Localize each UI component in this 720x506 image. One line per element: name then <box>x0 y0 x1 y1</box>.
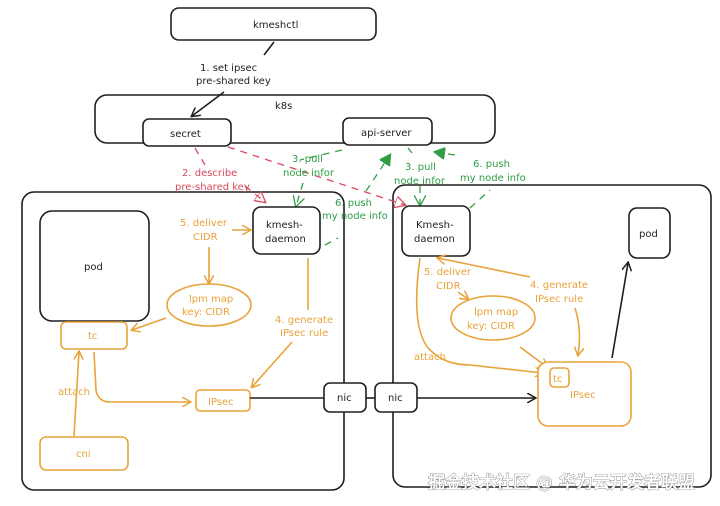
ipsec-to-pod-arrow <box>611 263 628 359</box>
right-pod-box <box>628 207 671 259</box>
right-ipsec-label: IPsec <box>570 390 596 401</box>
left-daemon-label-line1: kmesh- <box>266 220 303 231</box>
left-step4-label-line1: 4. generate <box>275 315 333 326</box>
right-step5-label-line1: 5. deliver <box>424 267 472 278</box>
right-pod-label: pod <box>639 229 658 240</box>
right-step4-arrow <box>575 307 579 355</box>
left-step4-arrow <box>252 341 293 387</box>
left-attach-label: attach <box>58 387 90 398</box>
right-node-container <box>392 184 712 488</box>
right-step6-arrow <box>435 152 491 209</box>
right-step4-label-line1: 4. generate <box>530 280 588 291</box>
left-ipsec-box <box>195 389 251 412</box>
step1-label-line1: 1. set ipsec <box>200 63 257 74</box>
left-lpm-label-line2: key: CIDR <box>182 307 230 318</box>
left-pod-label: pod <box>84 262 103 273</box>
cni-label: cni <box>76 449 91 460</box>
left-step4-label-line2: IPsec rule <box>280 328 328 339</box>
right-tc-label: tc <box>553 374 562 385</box>
right-lpm-map <box>450 295 536 341</box>
right-step5-label-line2: CIDR <box>436 281 461 292</box>
left-tc-box <box>60 321 128 350</box>
right-lpm-label-line2: key: CIDR <box>467 321 515 332</box>
secret-box <box>142 118 232 147</box>
right-nic-label: nic <box>388 393 403 404</box>
left-attach-arrow <box>73 352 79 437</box>
cni-box <box>39 436 129 471</box>
left-step6-arrow <box>324 155 390 246</box>
left-step5-label-line2: CIDR <box>193 232 218 243</box>
step1-label-line2: pre-shared key <box>196 76 271 87</box>
step2-arrow-right <box>227 146 405 205</box>
k8s-container <box>94 94 496 144</box>
left-lpm-to-tc-arrow <box>132 317 167 330</box>
left-node-container <box>21 191 345 491</box>
right-step6-label-line2: my node info <box>460 173 526 184</box>
step2-label-line1: 2. describe <box>182 168 237 179</box>
right-daemon-label-line1: Kmesh- <box>416 220 454 231</box>
secret-label: secret <box>170 129 201 140</box>
right-step3-label-line2: node infor <box>394 176 446 187</box>
right-step5-arrow <box>457 292 468 299</box>
right-attach-label: attach <box>414 352 446 363</box>
step2-label-line2: pre-shared key <box>175 182 250 193</box>
left-nic-box <box>323 382 367 413</box>
left-daemon-label-line2: daemon <box>265 234 306 245</box>
right-step4-label-line2: IPsec rule <box>535 294 583 305</box>
left-step6-label-line2: my node info <box>322 211 388 222</box>
left-step3-label-line2: node infor <box>283 168 335 179</box>
step2-arrow-left <box>194 147 265 202</box>
left-step5-label-line1: 5. deliver <box>180 218 228 229</box>
step1-arrow <box>192 91 225 116</box>
watermark: 掘金技术社区 @ 华为云开发者联盟 <box>428 472 695 493</box>
left-ipsec-label: IPsec <box>208 397 234 408</box>
left-kmesh-daemon-box <box>252 206 321 255</box>
left-step6-label-line1: 6. push <box>335 198 372 209</box>
right-step3-label-line1: 3. pull <box>405 162 436 173</box>
right-step4-line <box>438 258 531 278</box>
api-server-label: api-server <box>361 128 412 139</box>
kmeshctl-label: kmeshctl <box>253 20 298 31</box>
right-attach-arrow <box>415 257 543 373</box>
right-nic-box <box>374 382 418 413</box>
left-step3-label-line1: 3. pull <box>292 154 323 165</box>
kmeshctl-box <box>170 7 377 41</box>
right-kmesh-daemon-box <box>401 205 471 257</box>
left-step3-arrow <box>296 149 343 206</box>
left-lpm-map <box>166 283 252 327</box>
right-tc-box <box>549 367 570 388</box>
right-daemon-label-line2: daemon <box>414 234 455 245</box>
left-pod-box <box>39 210 150 322</box>
step1-line-top <box>263 41 275 56</box>
right-lpm-label-line1: lpm map <box>474 307 518 318</box>
left-lpm-label-line1: lpm map <box>189 294 233 305</box>
k8s-label: k8s <box>275 101 292 112</box>
left-tc-to-ipsec-arrow <box>93 351 190 402</box>
right-step3-arrow <box>407 147 420 205</box>
left-nic-label: nic <box>337 393 352 404</box>
right-step6-label-line1: 6. push <box>473 159 510 170</box>
left-tc-label: tc <box>88 331 97 342</box>
